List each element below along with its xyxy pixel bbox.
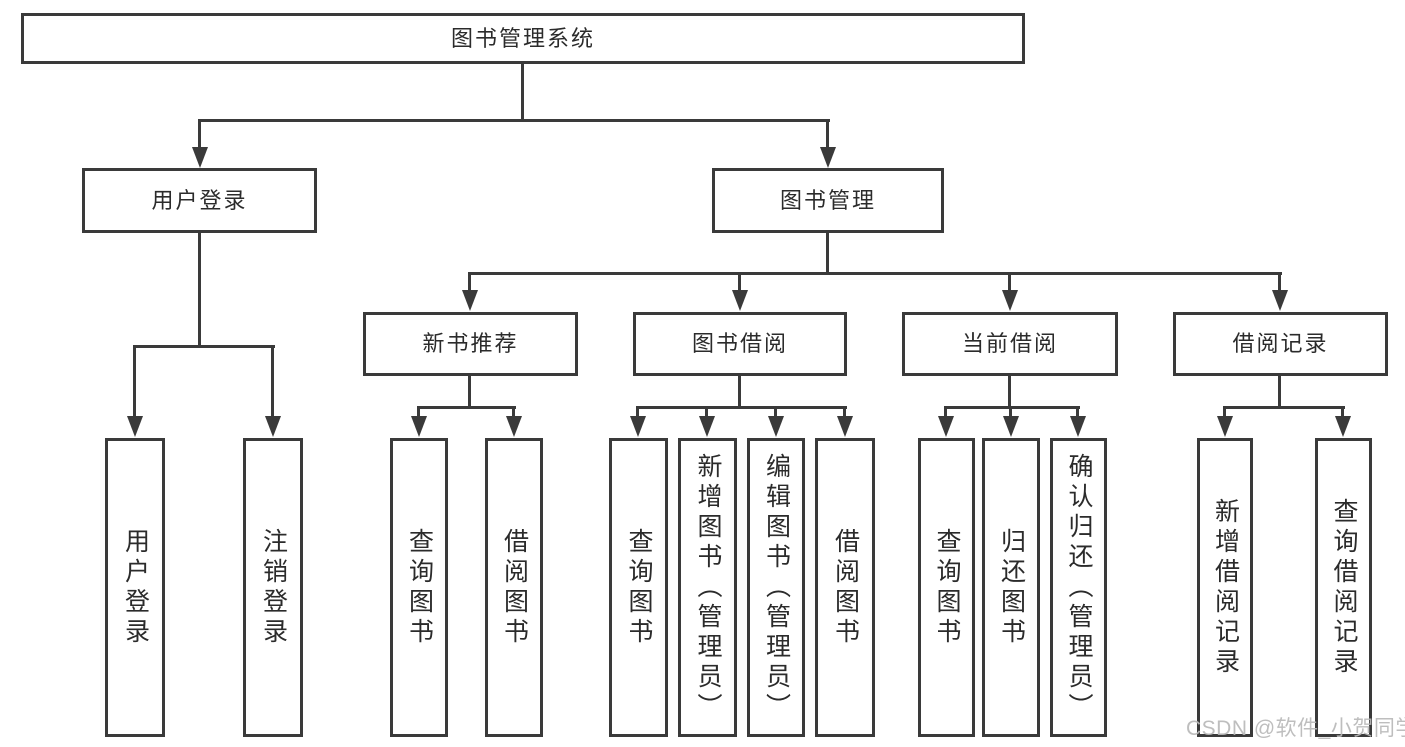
arrow-down-icon	[1272, 290, 1288, 311]
leaf-return-books: 归还图书	[982, 438, 1040, 737]
arrow-down-icon	[938, 416, 954, 437]
arrow-down-icon	[1003, 416, 1019, 437]
connector-line	[1008, 272, 1011, 291]
connector-line	[738, 376, 741, 408]
node-current-borrow: 当前借阅	[902, 312, 1118, 376]
leaf-add-borrow-record: 新增借阅记录	[1197, 438, 1253, 737]
connector-line	[1008, 376, 1011, 408]
connector-line	[468, 376, 471, 408]
node-root: 图书管理系统	[21, 13, 1025, 64]
leaf-edit-books-admin: 编辑图书（管理员）	[747, 438, 805, 737]
leaf-query-books-borrow: 查询图书	[609, 438, 668, 737]
leaf-borrow-books-recommend: 借阅图书	[485, 438, 543, 737]
connector-line	[468, 272, 1282, 275]
arrow-down-icon	[411, 416, 427, 437]
csdn-watermark: CSDN @软件_小贺同学	[1186, 717, 1405, 740]
arrow-down-icon	[265, 416, 281, 437]
connector-line	[198, 119, 201, 148]
arrow-down-icon	[768, 416, 784, 437]
connector-line	[944, 406, 1080, 409]
connector-line	[944, 406, 947, 417]
arrow-down-icon	[1335, 416, 1351, 437]
arrow-down-icon	[732, 290, 748, 311]
connector-line	[133, 345, 136, 417]
arrow-down-icon	[192, 147, 208, 168]
connector-line	[705, 406, 708, 417]
connector-line	[1076, 406, 1079, 417]
connector-line	[1223, 406, 1345, 409]
arrow-down-icon	[1217, 416, 1233, 437]
connector-line	[1278, 376, 1281, 408]
arrow-down-icon	[630, 416, 646, 437]
leaf-query-books-current: 查询图书	[918, 438, 975, 737]
connector-line	[271, 345, 274, 417]
connector-line	[826, 119, 829, 148]
arrow-down-icon	[127, 416, 143, 437]
leaf-add-books-admin: 新增图书（管理员）	[678, 438, 737, 737]
arrow-down-icon	[506, 416, 522, 437]
leaf-confirm-return-admin: 确认归还（管理员）	[1050, 438, 1107, 737]
connector-line	[468, 272, 471, 291]
connector-line	[512, 406, 515, 417]
leaf-logout: 注销登录	[243, 438, 303, 737]
connector-line	[417, 406, 516, 409]
leaf-query-borrow-record: 查询借阅记录	[1315, 438, 1372, 737]
arrow-down-icon	[820, 147, 836, 168]
connector-line	[774, 406, 777, 417]
connector-line	[1223, 406, 1226, 417]
node-borrow-records: 借阅记录	[1173, 312, 1388, 376]
leaf-query-books-recommend: 查询图书	[390, 438, 448, 737]
connector-line	[133, 345, 275, 348]
arrow-down-icon	[462, 290, 478, 311]
connector-line	[1278, 272, 1281, 291]
connector-line	[636, 406, 639, 417]
node-new-book-recommend: 新书推荐	[363, 312, 578, 376]
node-user-login: 用户登录	[82, 168, 317, 233]
arrow-down-icon	[1070, 416, 1086, 437]
connector-line	[738, 272, 741, 291]
connector-line	[636, 406, 847, 409]
arrow-down-icon	[1002, 290, 1018, 311]
leaf-borrow-books: 借阅图书	[815, 438, 875, 737]
connector-line	[417, 406, 420, 417]
connector-line	[826, 233, 829, 275]
arrow-down-icon	[699, 416, 715, 437]
arrow-down-icon	[837, 416, 853, 437]
connector-line	[198, 233, 201, 347]
connector-line	[1009, 406, 1012, 417]
connector-line	[1341, 406, 1344, 417]
connector-line	[521, 63, 524, 121]
connector-line	[198, 119, 830, 122]
leaf-user-login: 用户登录	[105, 438, 165, 737]
node-book-borrow: 图书借阅	[633, 312, 847, 376]
node-book-management: 图书管理	[712, 168, 944, 233]
connector-line	[843, 406, 846, 417]
